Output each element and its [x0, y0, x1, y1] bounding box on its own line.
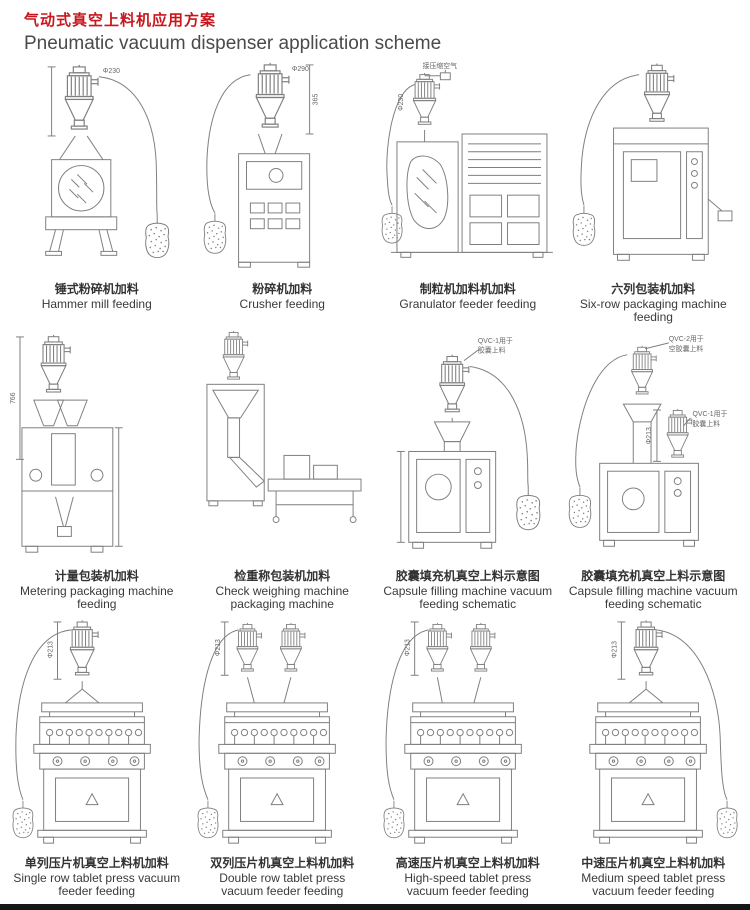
vacuum-feeder-icon	[256, 62, 290, 128]
caption-en: Double row tablet press vacuum feeder fe…	[219, 870, 346, 899]
vacuum-feeder-icon	[469, 622, 496, 672]
granulator-drawing: 接压缩空气 Φ230	[381, 61, 553, 258]
vacuum-feeder-icon	[634, 619, 663, 676]
dim-label: 365	[313, 94, 320, 106]
vacuum-feeder-icon	[644, 62, 675, 122]
caption-en: Granulator feeder feeding	[399, 297, 537, 311]
diagram-cell-six-row-packaging: 六列包装机加料 Six-row packaging machine feedin…	[561, 59, 747, 325]
caption-zh: 高速压片机真空上料机加料	[395, 855, 540, 870]
vacuum-feeder-icon	[64, 64, 99, 130]
diagram-cell-double-row-press: Φ213 双列压片机真空上料机加料 Double row tablet pres…	[190, 618, 376, 899]
suction-bag-icon	[568, 486, 592, 528]
caption-zh: 计量包装机加料	[54, 568, 139, 583]
vacuum-feeder-icon	[40, 334, 71, 393]
dim-label: Φ213	[404, 639, 411, 656]
suction-bag-icon	[144, 214, 170, 259]
dim-label: Φ290	[292, 66, 309, 73]
caption-zh: 单列压片机真空上料机加料	[24, 855, 169, 870]
vacuum-feeder-icon	[426, 622, 452, 672]
six-row-packaging-drawing	[572, 62, 733, 261]
vacuum-feeder-icon	[236, 622, 263, 672]
diagram-cell-medium-speed-press: Φ213 中速压片机真空上料机加料 Medium speed tablet pr…	[561, 618, 747, 899]
air-connection-label: 接压缩空气	[422, 61, 457, 70]
single-row-press-drawing: Φ213	[12, 619, 151, 844]
page-header: 气动式真空上料机应用方案 Pneumatic vacuum dispenser …	[0, 0, 750, 57]
caption-en: Capsule filling machine vacuum feeding s…	[568, 583, 738, 612]
caption-zh: 六列包装机加料	[611, 282, 696, 296]
model-label: QVC-1用于	[693, 410, 728, 418]
vacuum-feeder-icon	[439, 354, 470, 413]
double-row-press-drawing: Φ213	[197, 621, 337, 844]
tablet-press-icon	[589, 702, 708, 844]
dim-label: Φ213	[47, 641, 54, 658]
suction-bag-icon	[203, 212, 227, 254]
capsule-filling-drawing-2: QVC-2用于 空胶囊上料 QVC-1用于 胶囊上料 Φ213	[568, 335, 728, 547]
page-title-zh: 气动式真空上料机应用方案	[24, 12, 217, 29]
suction-bag-icon	[572, 205, 596, 246]
caption-zh: 粉碎机加料	[252, 282, 313, 296]
dim-label: Φ230	[398, 94, 405, 111]
suction-bag-icon	[12, 800, 34, 838]
diagram-cell-metering-packaging: 766 计量包装机加料 Metering packaging machine f…	[4, 331, 190, 612]
caption-en: Metering packaging machine feeding	[20, 583, 174, 612]
vacuum-feeder-icon	[412, 72, 440, 125]
diagram-cell-crusher: Φ290 365 粉碎机加料 Crusher feeding	[190, 59, 376, 325]
caption-zh: 锤式粉碎机加料	[54, 282, 139, 296]
caption-zh: 中速压片机真空上料机加料	[581, 855, 726, 870]
caption-zh: 制粒机加料机加料	[419, 282, 516, 296]
suction-bag-icon	[515, 486, 541, 531]
vacuum-feeder-icon	[223, 330, 249, 380]
high-speed-press-drawing: Φ213	[383, 621, 522, 844]
caption-en: Capsule filling machine vacuum feeding s…	[383, 583, 553, 612]
caption-zh: 检重称包装机加料	[234, 568, 331, 583]
caption-en: Single row tablet press vacuum feeder fe…	[13, 870, 181, 899]
page-title-en: Pneumatic vacuum dispenser application s…	[24, 33, 442, 54]
diagram-cell-single-row-press: Φ213 单列压片机真空上料机加料 Single row tablet pres…	[4, 618, 190, 899]
model-label: QVC-2用于	[669, 335, 704, 343]
diagram-cell-high-speed-press: Φ213 高速压片机真空上料机加料 High-speed tablet pres…	[375, 618, 561, 899]
diagram-cell-hammer-mill: Φ230 锤式粉碎机加料 Hammer mill feeding	[4, 59, 190, 325]
vacuum-feeder-icon	[631, 345, 657, 395]
dim-label: 766	[10, 392, 17, 404]
diagram-cell-capsule-filling-1: QVC-1用于 胶囊上料 胶囊填充机真空上料示意图 Capsule fillin…	[375, 331, 561, 612]
dim-label: Φ230	[103, 68, 120, 75]
tablet-press-icon	[33, 702, 151, 844]
diagram-cell-granulator: 接压缩空气 Φ230 制粒机加料机加料 Granulator feeder fe…	[375, 59, 561, 325]
caption-en: Crusher feeding	[239, 297, 325, 311]
crusher-drawing: Φ290 365	[203, 62, 320, 268]
caption-zh: 胶囊填充机真空上料示意图	[395, 568, 540, 583]
model-label: 胶囊上料	[693, 419, 721, 428]
diagram-cell-capsule-filling-2: QVC-2用于 空胶囊上料 QVC-1用于 胶囊上料 Φ213 胶囊填充机真空上…	[561, 331, 747, 612]
diagram-grid: Φ230 锤式粉碎机加料 Hammer mill feeding Φ290 36…	[0, 57, 750, 899]
model-label: QVC-1用于	[478, 337, 513, 345]
model-label: 胶囊上料	[478, 346, 506, 355]
model-label: 空胶囊上料	[669, 344, 704, 353]
suction-bag-icon	[197, 800, 219, 838]
hammer-mill-drawing: Φ230	[44, 64, 170, 259]
caption-en: High-speed tablet press vacuum feeder fe…	[404, 870, 532, 899]
suction-bag-icon	[381, 205, 403, 244]
vacuum-feeder-icon	[69, 619, 99, 676]
caption-en: Hammer mill feeding	[41, 297, 152, 311]
caption-zh: 胶囊填充机真空上料示意图	[581, 568, 726, 583]
footer-bar	[0, 904, 750, 910]
capsule-filling-drawing-1: QVC-1用于 胶囊上料	[396, 337, 541, 549]
caption-en: Six-row packaging machine feeding	[579, 297, 727, 325]
check-weigher-drawing	[206, 330, 362, 523]
medium-speed-press-drawing: Φ213	[589, 619, 738, 844]
dim-label: Φ213	[646, 427, 653, 444]
suction-bag-icon	[383, 800, 405, 838]
caption-zh: 双列压片机真空上料机加料	[210, 855, 355, 870]
metering-packaging-drawing: 766	[10, 334, 123, 553]
caption-en: Medium speed tablet press vacuum feeder …	[581, 870, 726, 899]
vacuum-feeder-icon	[667, 408, 693, 458]
tablet-press-icon	[404, 702, 522, 844]
vacuum-feeder-icon	[280, 622, 306, 672]
dim-label: Φ213	[612, 641, 619, 658]
dim-label: Φ213	[215, 639, 222, 656]
tablet-press-icon	[218, 702, 337, 844]
suction-bag-icon	[716, 800, 738, 838]
caption-en: Check weighing machine packaging machine	[215, 583, 349, 612]
diagram-cell-check-weigher: 检重称包装机加料 Check weighing machine packagin…	[190, 330, 376, 612]
